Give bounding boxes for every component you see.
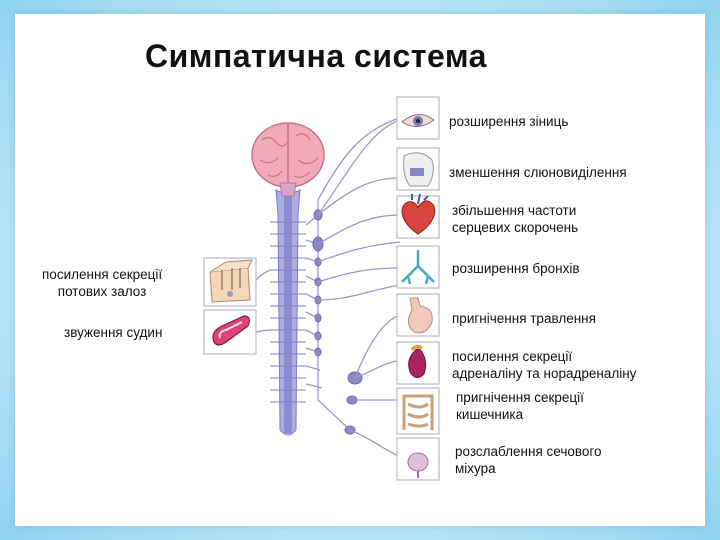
sweat-gland-skin-icon bbox=[203, 257, 257, 307]
effect-label-pupil-dilation: розширення зіниць bbox=[449, 114, 569, 129]
effect-label-sweat-glands: посилення секреції потових залоз bbox=[42, 267, 163, 299]
effect-label-adrenaline: посилення секреції адреналіну та норадре… bbox=[452, 349, 637, 381]
stomach-icon bbox=[396, 293, 440, 337]
bladder-icon bbox=[396, 437, 440, 481]
adrenal-gland-icon bbox=[396, 341, 440, 385]
slide-title: Симпатична система bbox=[145, 38, 487, 74]
blood-vessel-icon bbox=[203, 309, 257, 355]
spinal-cord bbox=[270, 189, 306, 436]
effect-label-heart-rate: збільшення частоти серцевих скорочень bbox=[452, 203, 579, 235]
effect-label-salivation: зменшення слюновиділення bbox=[449, 165, 627, 180]
heart-icon bbox=[396, 193, 440, 239]
brain-icon bbox=[251, 122, 325, 197]
effect-label-vasoconstriction: звуження судин bbox=[64, 325, 163, 340]
nerve-fibers-left bbox=[255, 269, 271, 333]
intestine-icon bbox=[396, 387, 440, 435]
effect-label-digestion: пригнічення травлення bbox=[452, 311, 596, 326]
salivary-gland-icon bbox=[396, 147, 440, 191]
slide bbox=[15, 14, 705, 526]
effect-label-bladder: розслаблення сечового міхура bbox=[455, 444, 602, 476]
eye-icon bbox=[396, 96, 440, 140]
lungs-icon bbox=[396, 245, 440, 289]
effect-label-bronchi: розширення бронхів bbox=[452, 261, 580, 276]
effect-label-intestine: пригнічення секреції кишечника bbox=[456, 390, 584, 422]
nerve-fibers-right bbox=[317, 117, 411, 461]
